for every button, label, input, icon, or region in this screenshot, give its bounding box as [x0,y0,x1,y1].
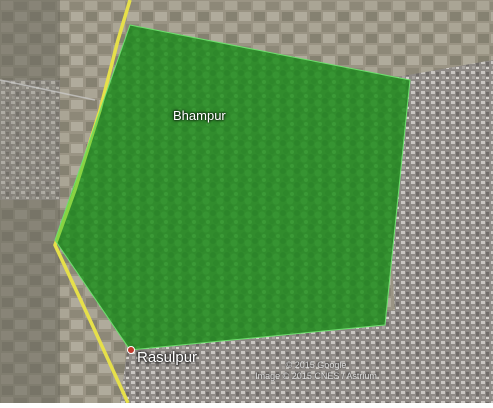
credit-line-2: Image © 2015 CNES / Astrium [255,371,377,381]
imagery-credit: © 2015 Google Image © 2015 CNES / Astriu… [236,360,396,382]
location-pin-icon[interactable] [127,346,135,354]
side-road [0,79,96,101]
village-boundary-polygon[interactable] [54,24,411,351]
left-fields [0,0,60,403]
village-west [0,80,60,200]
place-label-bhampur[interactable]: Bhampur [173,108,226,123]
credit-line-1: © 2015 Google [285,360,347,370]
place-label-rasulpur[interactable]: Rasulpur [137,349,198,366]
